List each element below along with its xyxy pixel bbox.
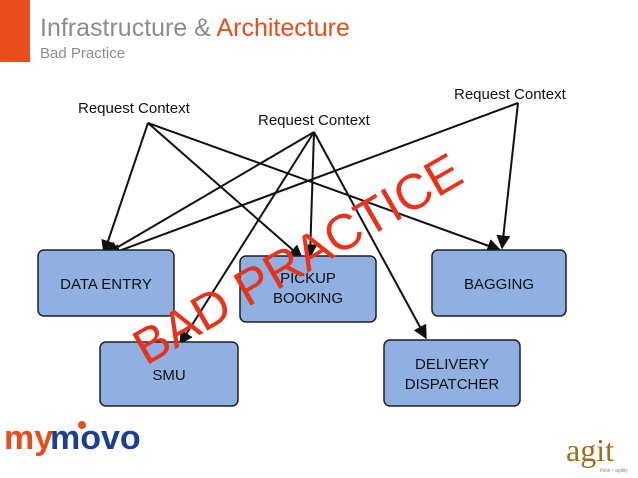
box-pickup-booking: PICKUP BOOKING [239, 255, 377, 323]
request-context-label-center: Request Context [258, 112, 371, 129]
arrow-right-to-bagging [496, 102, 519, 250]
agit-logo-name: agit [566, 432, 614, 468]
arrow-center-to-smu [179, 131, 315, 346]
box-pickup-booking-line1: PICKUP [280, 270, 336, 287]
arrow-left-to-bagging [147, 122, 502, 253]
request-context-label-left: Request Context [78, 100, 191, 117]
arrows [101, 102, 519, 346]
box-data-entry-label: DATA ENTRY [60, 276, 152, 293]
mymovo-logo-my: my [4, 419, 53, 457]
arrow-center-to-pickup [303, 131, 318, 259]
arrow-right-to-data-entry [106, 102, 519, 258]
title-main: Infrastructure & [40, 14, 217, 42]
title-accent-bar [0, 0, 30, 62]
agit-logo: agit think • agility [566, 432, 628, 474]
box-data-entry: DATA ENTRY [37, 249, 175, 317]
mymovo-logo: my movo [4, 419, 141, 457]
box-delivery-dispatcher-line2: DISPATCHER [405, 376, 500, 393]
box-smu: SMU [99, 341, 239, 407]
title-highlight: Architecture [216, 14, 350, 42]
page-subtitle: Bad Practice [40, 45, 126, 62]
mymovo-logo-movo: movo [50, 419, 141, 457]
arrow-center-to-delivery [313, 131, 427, 340]
arrow-center-to-data-entry [104, 131, 315, 255]
box-smu-label: SMU [152, 367, 185, 384]
box-bagging: BAGGING [431, 249, 567, 317]
request-context-label-right: Request Context [454, 86, 567, 103]
mymovo-pin-icon [78, 421, 86, 429]
arrow-left-to-data-entry [101, 122, 149, 255]
box-delivery-dispatcher-line1: DELIVERY [415, 356, 489, 373]
box-delivery-dispatcher: DELIVERY DISPATCHER [383, 339, 521, 407]
agit-logo-tagline: think • agility [600, 468, 628, 474]
box-bagging-label: BAGGING [464, 276, 534, 293]
box-pickup-booking-line2: BOOKING [273, 290, 343, 307]
arrow-left-to-pickup [147, 122, 304, 259]
page-title: Infrastructure & Architecture [40, 14, 350, 43]
